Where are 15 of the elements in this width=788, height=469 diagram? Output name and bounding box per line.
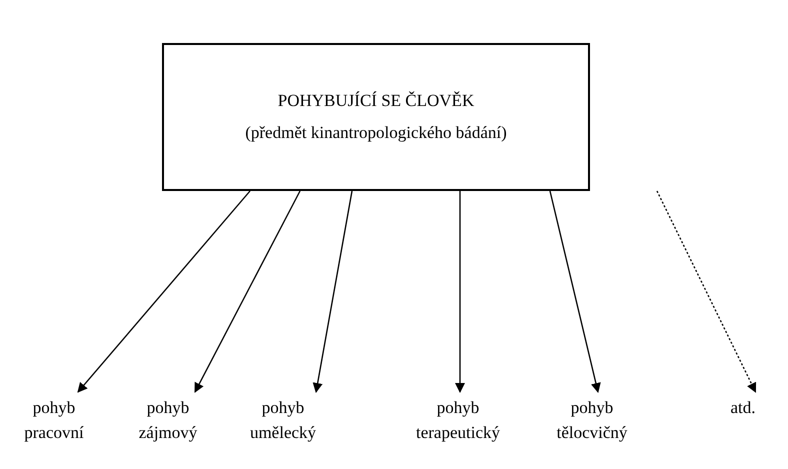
label-text: pohyb zájmový [138,395,198,445]
arrow [194,190,301,393]
process-box [162,43,590,191]
label-text: pohyb umělecký [250,395,316,445]
label-text: atd. [730,395,756,420]
arrow [656,190,756,393]
label-text: pohyb pracovní [24,395,84,445]
arrow [312,190,353,393]
arrow [455,191,465,393]
box-subtitle: (předmět kinantropologického bádání) [245,123,507,144]
label-text: pohyb terapeutický [416,395,500,445]
box-title: POHYBUJÍCÍ SE ČLOVĚK [278,90,474,111]
arrow [77,190,250,393]
label-text: pohyb tělocvičný [556,395,628,445]
arrow [549,190,601,393]
